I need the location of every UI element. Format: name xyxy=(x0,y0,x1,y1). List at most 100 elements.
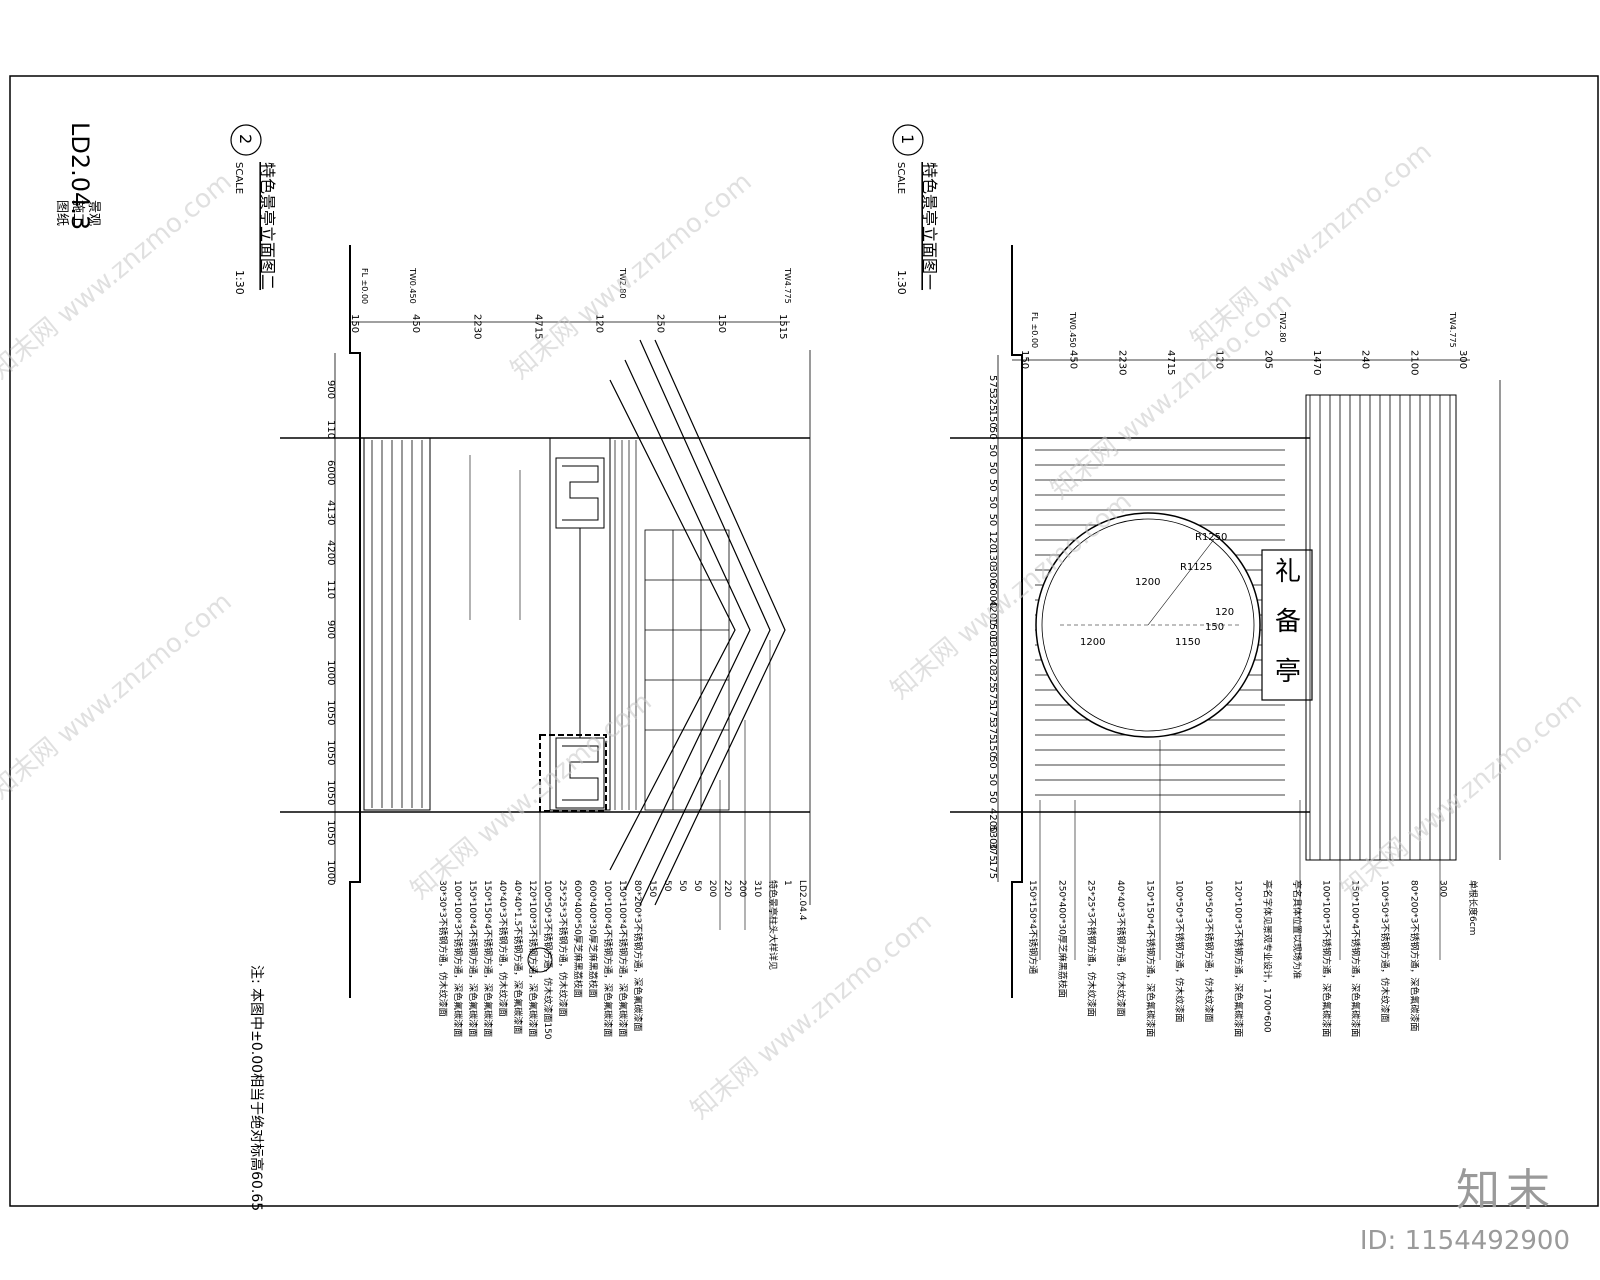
vertical-slats-right xyxy=(1309,395,1451,860)
scale-left: 1:30 xyxy=(233,270,246,295)
material-label: 100*100*3不锈钢方通，深色氟碳漆面 xyxy=(452,880,464,1037)
material-label: 80*200*3不锈钢方通，深色氟碳漆面 xyxy=(632,880,644,1031)
dimension-value: 5300 xyxy=(987,825,998,850)
material-label: 120*100*3不锈钢方通，深色氟碳漆面 xyxy=(1232,880,1244,1037)
dimension-value: 4130 xyxy=(325,500,336,525)
dimension-value: 375 xyxy=(987,843,998,862)
dimension-value: 1515 xyxy=(777,314,788,339)
material-label: LD2.04.4 xyxy=(797,880,807,921)
level-label: TW2.80 xyxy=(1278,311,1287,343)
dimension-value: 300 xyxy=(1457,350,1468,369)
dimension-value: 450 xyxy=(1068,350,1079,369)
dimension-value: 575 xyxy=(987,687,998,706)
level-label: TW0.450 xyxy=(408,267,417,304)
material-label: 200 xyxy=(737,880,747,897)
dimension-value: 50 xyxy=(987,756,998,769)
sheet-category-3: 图纸 xyxy=(54,200,69,226)
material-label: 150*150*4不锈钢方通，深色氟碳漆面 xyxy=(1144,880,1156,1037)
watermark-text: 知末网 www.znzmo.com xyxy=(0,167,238,386)
circle-number-left: 2 xyxy=(236,134,255,144)
title-circle-right xyxy=(892,124,924,156)
level-label: FL ±0.00 xyxy=(360,268,369,304)
dimension-value: 325 xyxy=(987,669,998,688)
detail-circle xyxy=(527,947,553,973)
material-label: 单根长度6cm xyxy=(1467,880,1479,935)
dimension-value: 4200 xyxy=(325,540,336,565)
material-label: 50 xyxy=(662,880,672,892)
material-label: 150*100*4不锈钢方通，深色氟碳漆面 xyxy=(1350,880,1362,1037)
material-label: 100*50*3不锈钢方通，仿木纹漆面 xyxy=(1379,880,1391,1022)
moon-gate-dimension: 1200 xyxy=(1135,577,1160,588)
material-label: 250*400*30厚芝麻黑荔枝面 xyxy=(1056,880,1068,998)
leaders-left xyxy=(469,455,771,935)
material-label: 40*40*1.5不锈钢方通，深色氟碳漆面 xyxy=(512,880,524,1034)
leaders-right xyxy=(1039,740,1441,960)
material-label: 150*100*4不锈钢方通，深色氟碳漆面 xyxy=(467,880,479,1037)
dimension-value: 4200 xyxy=(987,600,998,625)
material-label: 300 xyxy=(1438,880,1448,897)
material-label: 150 xyxy=(647,880,657,897)
dimension-value: 900 xyxy=(325,620,336,639)
fretwork-left xyxy=(555,457,605,809)
watermark-text: 知末网 www.znzmo.com xyxy=(505,167,757,386)
moon-gate-dimension: 1200 xyxy=(1080,637,1105,648)
id-watermark: ID: 1154492900 xyxy=(1359,1226,1570,1256)
dimension-value: 130 xyxy=(987,635,998,654)
dimension-value: 6000 xyxy=(987,583,998,608)
dimension-value: 50 xyxy=(987,479,998,492)
watermark-text: 知末网 www.znzmo.com xyxy=(405,687,657,906)
title-left: 特色景亭立面图二 xyxy=(258,162,277,290)
dimension-value: 1050 xyxy=(325,740,336,765)
dimension-value: 175 xyxy=(987,860,998,879)
pillar-slats-left xyxy=(371,440,423,808)
sheet-category-1: 景观 xyxy=(86,200,101,226)
dimension-value: 1000 xyxy=(325,660,336,685)
level-label: TW4.775 xyxy=(783,267,792,304)
material-label: 220 xyxy=(722,880,732,897)
material-label: 特色景亭柱头大样详见 xyxy=(767,880,779,970)
ground-line-left xyxy=(349,245,361,998)
material-label: 600*400*50厚芝麻黑荔枝面 xyxy=(572,880,584,998)
dimension-value: 50 xyxy=(987,427,998,440)
material-label: 25*25*3不锈钢方通，仿木纹漆面 xyxy=(557,880,569,1017)
dimension-value: 900 xyxy=(325,380,336,399)
dimension-value: 205 xyxy=(1262,350,1273,369)
dimension-value: 50 xyxy=(987,496,998,509)
dimension-value: 300 xyxy=(987,566,998,585)
material-label: 150*150*4不锈钢方通，深色氟碳漆面 xyxy=(482,880,494,1037)
material-label: 30*30*3不锈钢方通，仿木纹漆面 xyxy=(437,880,449,1017)
dimension-value: 1000 xyxy=(325,860,336,885)
dimension-value: 250 xyxy=(655,314,666,333)
dimension-value: 240 xyxy=(1360,350,1371,369)
dimension-value: 50 xyxy=(987,773,998,786)
material-label: 1 xyxy=(782,880,792,886)
title-circle-left xyxy=(230,124,262,156)
dimension-value: 50 xyxy=(987,514,998,527)
dimension-value: 1500 xyxy=(987,618,998,643)
material-label: 150*100*4不锈钢方通，深色氟碳漆面 xyxy=(617,880,629,1037)
material-label: 100*100*4不锈钢方通，深色氟碳漆面 xyxy=(602,880,614,1037)
moon-gate-dimension: 150 xyxy=(1205,622,1224,633)
sign-char-1: 礼 xyxy=(1275,557,1301,587)
dimension-value: 120 xyxy=(594,314,605,333)
dimension-value: 110 xyxy=(325,420,336,439)
dimension-value: 175 xyxy=(987,704,998,723)
dimension-value: 1050 xyxy=(325,700,336,725)
moon-gate-dimension: 120 xyxy=(1215,607,1234,618)
dimension-value: 50 xyxy=(987,462,998,475)
watermark-text: 知末网 www.znzmo.com xyxy=(1185,137,1437,356)
scale-label-left: SCALE xyxy=(233,162,244,194)
dimension-value: 2100 xyxy=(1408,350,1419,375)
material-label: 200 xyxy=(707,880,717,897)
dimension-value: 325 xyxy=(987,392,998,411)
dimension-value: 1050 xyxy=(325,820,336,845)
watermark-text: 知末网 www.znzmo.com xyxy=(1335,687,1587,906)
level-label: FL ±0.00 xyxy=(1030,312,1039,348)
moon-gate-dimension: R1125 xyxy=(1180,562,1212,573)
material-label: 40*40*3不锈钢方通，仿木纹漆面 xyxy=(1115,880,1127,1017)
sheet-border xyxy=(9,75,1599,1207)
level-label: TW0.450 xyxy=(1068,311,1077,348)
